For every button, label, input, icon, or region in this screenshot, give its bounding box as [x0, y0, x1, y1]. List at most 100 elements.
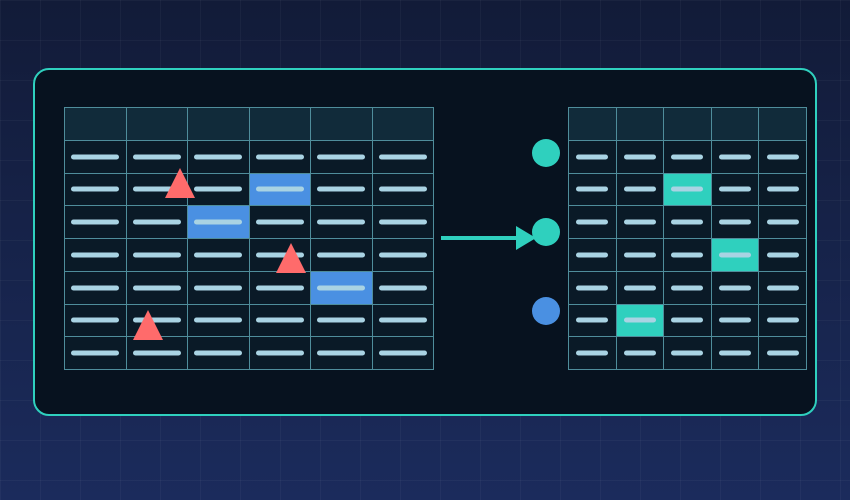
status-dot-icon	[532, 297, 560, 325]
cell-placeholder-line	[132, 154, 181, 160]
cell-placeholder-line	[671, 219, 704, 225]
header-cell	[126, 108, 188, 141]
table-cell	[569, 304, 617, 338]
table-cell	[65, 271, 127, 305]
cell-placeholder-line	[255, 350, 304, 356]
table-cell	[126, 271, 188, 305]
table-cell	[311, 337, 373, 370]
cell-placeholder-line	[378, 317, 427, 323]
cell-placeholder-line	[132, 252, 181, 258]
table-cell	[664, 206, 712, 239]
table-cell	[569, 239, 617, 272]
cell-placeholder-line	[194, 350, 243, 356]
cell-placeholder-line	[194, 317, 243, 323]
table-cell	[664, 140, 712, 174]
table-cell	[249, 140, 311, 174]
table-cell	[759, 271, 807, 305]
cell-placeholder-line	[194, 219, 243, 225]
cell-placeholder-line	[623, 317, 656, 323]
cell-placeholder-line	[255, 219, 304, 225]
cell-placeholder-line	[623, 285, 656, 291]
table-cell	[759, 304, 807, 338]
cell-placeholder-line	[576, 317, 609, 323]
table-cell	[372, 239, 434, 272]
cell-placeholder-line	[576, 285, 609, 291]
header-cell	[311, 108, 373, 141]
cell-placeholder-line	[623, 154, 656, 160]
table-cell	[126, 337, 188, 370]
table-cell	[616, 239, 665, 272]
table-cell	[249, 337, 311, 370]
warning-triangle-icon	[165, 168, 195, 198]
cell-placeholder-line	[576, 252, 609, 258]
table-cell	[372, 271, 434, 305]
cell-placeholder-line	[671, 285, 704, 291]
cell-placeholder-line	[317, 154, 366, 160]
cell-placeholder-line	[576, 154, 609, 160]
cell-placeholder-line	[255, 317, 304, 323]
table-cell	[759, 173, 807, 207]
table-cell	[126, 239, 188, 272]
table-cell	[249, 206, 311, 239]
table-cell	[569, 140, 617, 174]
table-cell	[372, 337, 434, 370]
cell-placeholder-line	[194, 154, 243, 160]
cell-placeholder-line	[71, 285, 120, 291]
table-cell	[188, 337, 250, 370]
table-cell	[188, 140, 250, 174]
table-cell	[711, 304, 760, 338]
cell-placeholder-line	[255, 154, 304, 160]
cell-placeholder-line	[766, 154, 799, 160]
cell-placeholder-line	[576, 219, 609, 225]
cell-placeholder-line	[378, 186, 427, 192]
table-cell	[711, 271, 760, 305]
table-cell	[664, 304, 712, 338]
table-cell	[616, 206, 665, 239]
cell-placeholder-line	[576, 186, 609, 192]
cell-placeholder-line	[766, 317, 799, 323]
cell-placeholder-line	[671, 154, 704, 160]
table-cell	[311, 239, 373, 272]
cell-placeholder-line	[255, 186, 304, 192]
table-cell	[311, 304, 373, 338]
transfer-arrow-line	[441, 236, 521, 240]
warning-triangle-icon	[133, 310, 163, 340]
table-cell	[616, 271, 665, 305]
highlighted-cell	[249, 173, 311, 207]
cell-placeholder-line	[132, 350, 181, 356]
cell-placeholder-line	[671, 350, 704, 356]
cell-placeholder-line	[255, 285, 304, 291]
table-cell	[711, 337, 760, 370]
table-cell	[65, 337, 127, 370]
header-cell	[569, 108, 617, 141]
table-cell	[372, 304, 434, 338]
table-cell	[372, 140, 434, 174]
table-cell	[249, 304, 311, 338]
cell-placeholder-line	[719, 186, 752, 192]
cell-placeholder-line	[766, 285, 799, 291]
table-cell	[759, 140, 807, 174]
cell-placeholder-line	[378, 350, 427, 356]
arrow-right-icon	[516, 226, 536, 250]
header-cell	[616, 108, 665, 141]
cell-placeholder-line	[766, 219, 799, 225]
cell-placeholder-line	[719, 252, 752, 258]
table-cell	[664, 271, 712, 305]
cell-placeholder-line	[671, 186, 704, 192]
cell-placeholder-line	[623, 186, 656, 192]
cell-placeholder-line	[671, 317, 704, 323]
table-cell	[249, 271, 311, 305]
cell-placeholder-line	[378, 154, 427, 160]
highlighted-cell	[711, 239, 760, 272]
header-cell	[711, 108, 760, 141]
cell-placeholder-line	[719, 317, 752, 323]
cell-placeholder-line	[766, 252, 799, 258]
highlighted-cell	[188, 206, 250, 239]
cell-placeholder-line	[194, 285, 243, 291]
table-cell	[759, 337, 807, 370]
cell-placeholder-line	[719, 350, 752, 356]
highlighted-cell	[616, 304, 665, 338]
cell-placeholder-line	[71, 350, 120, 356]
cell-placeholder-line	[623, 219, 656, 225]
table-cell	[569, 173, 617, 207]
